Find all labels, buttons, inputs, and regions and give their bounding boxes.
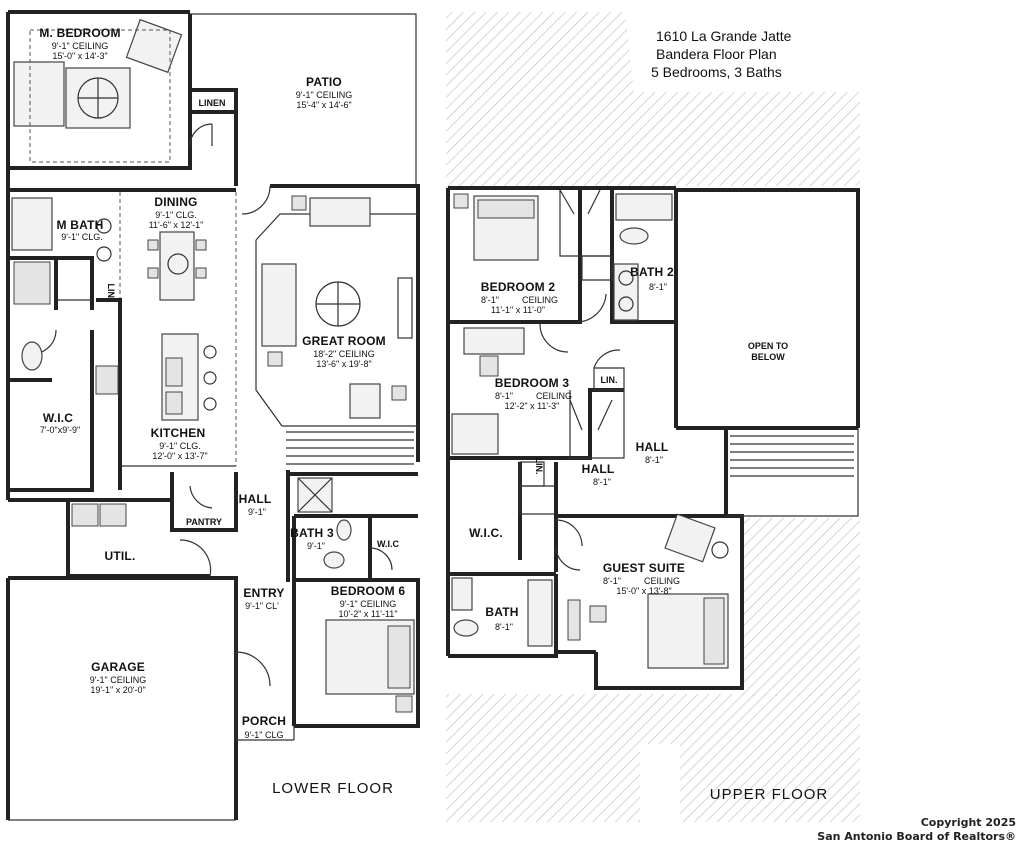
room-garage: GARAGE bbox=[91, 660, 145, 674]
room-upper-hall-a: HALL bbox=[636, 440, 669, 454]
room-porch-ceiling: 9'-1" CLG bbox=[245, 730, 284, 740]
room-kitchen: KITCHEN bbox=[151, 426, 206, 440]
room-upper-hall-b: HALL bbox=[582, 462, 615, 476]
upper-furniture bbox=[451, 193, 854, 669]
room-linen: LINEN bbox=[199, 98, 226, 108]
plan-title: 1610 La Grande Jatte Bandera Floor Plan … bbox=[651, 28, 792, 80]
room-patio-size: 15'-4" x 14'-6" bbox=[296, 100, 351, 110]
upper-floor-walls bbox=[446, 186, 860, 690]
room-wic2: W.I.C bbox=[377, 539, 399, 549]
room-wic-size: 7'-0"x9'-9" bbox=[40, 425, 80, 435]
upper-doors bbox=[539, 189, 621, 571]
room-bedroom3-ceiling: CEILING bbox=[536, 391, 572, 401]
room-porch: PORCH bbox=[242, 714, 286, 728]
open-to-below-line2: BELOW bbox=[751, 352, 785, 362]
room-guest-suite-height: 8'-1" bbox=[603, 576, 621, 586]
room-kitchen-size: 12'-0" x 13'-7" bbox=[152, 451, 207, 461]
copyright-year: Copyright 2025 bbox=[920, 816, 1016, 829]
room-upper-lin2: LIN. bbox=[534, 458, 544, 475]
room-patio-ceiling: 9'-1" CEILING bbox=[296, 90, 352, 100]
upper-roof-hatch bbox=[446, 12, 860, 822]
room-patio: PATIO bbox=[306, 75, 342, 89]
room-guest-suite-size: 15'-0" x 13'-8" bbox=[616, 586, 671, 596]
room-garage-size: 19'-1" x 20'-0" bbox=[90, 685, 145, 695]
title-plan: Bandera Floor Plan bbox=[656, 46, 777, 62]
room-upper-lin: LIN. bbox=[601, 375, 618, 385]
room-kitchen-ceiling: 9'-1" CLG. bbox=[159, 441, 200, 451]
room-bath3: BATH 3 bbox=[290, 526, 334, 540]
room-bath3-ceiling: 9'-1" bbox=[307, 541, 325, 551]
lower-furniture bbox=[11, 18, 415, 713]
open-to-below-line1: OPEN TO bbox=[748, 341, 788, 351]
room-upper-hall-a-ceiling: 8'-1" bbox=[645, 455, 663, 465]
room-bedroom2-size: 11'-1" x 11'-0" bbox=[491, 305, 545, 315]
room-bedroom3: BEDROOM 3 bbox=[495, 376, 570, 390]
room-bedroom6: BEDROOM 6 bbox=[331, 584, 406, 598]
room-dining: DINING bbox=[154, 195, 197, 209]
room-m-bath: M BATH bbox=[57, 218, 104, 232]
room-m-bedroom-size: 15'-0" x 14'-3" bbox=[52, 51, 107, 61]
room-bedroom2-height: 8'-1" bbox=[481, 295, 499, 305]
room-great-room-ceiling: 18'-2" CEILING bbox=[313, 349, 374, 359]
room-bedroom2: BEDROOM 2 bbox=[481, 280, 556, 294]
copyright-owner: San Antonio Board of Realtors® bbox=[817, 830, 1016, 843]
lower-floor-label: LOWER FLOOR bbox=[272, 780, 394, 797]
room-m-bedroom: M. BEDROOM bbox=[39, 26, 120, 40]
room-hall-ceiling: 9'-1" bbox=[248, 507, 266, 517]
room-entry-ceiling: 9'-1" CL' bbox=[245, 601, 279, 611]
title-address: 1610 La Grande Jatte bbox=[656, 28, 792, 44]
room-dining-size: 11'-6" x 12'-1" bbox=[149, 220, 204, 230]
room-bedroom3-height: 8'-1" bbox=[495, 391, 513, 401]
room-m-bath-ceiling: 9'-1" CLG. bbox=[61, 232, 102, 242]
room-lin: LIN. bbox=[106, 284, 116, 301]
room-wic: W.I.C bbox=[43, 411, 73, 425]
room-guest-suite-ceiling: CEILING bbox=[644, 576, 680, 586]
room-bedroom3-size: 12'-2" x 11'-3" bbox=[505, 401, 560, 411]
lower-floor-labels: M. BEDROOM 9'-1" CEILING 15'-0" x 14'-3"… bbox=[39, 26, 405, 797]
copyright-notice: Copyright 2025 San Antonio Board of Real… bbox=[817, 816, 1016, 844]
room-entry: ENTRY bbox=[243, 586, 284, 600]
room-upper-wic: W.I.C. bbox=[469, 526, 503, 540]
room-util: UTIL. bbox=[105, 549, 136, 563]
room-dining-ceiling: 9'-1" CLG. bbox=[155, 210, 196, 220]
room-upper-bath-ceiling: 8'-1" bbox=[495, 622, 513, 632]
room-bath2-ceiling: 8'-1" bbox=[649, 282, 667, 292]
title-bed-bath: 5 Bedrooms, 3 Baths bbox=[651, 64, 782, 80]
lower-doors bbox=[31, 123, 393, 687]
room-garage-ceiling: 9'-1" CEILING bbox=[90, 675, 146, 685]
room-bedroom2-ceiling: CEILING bbox=[522, 295, 558, 305]
upper-floor-label: UPPER FLOOR bbox=[710, 786, 829, 803]
room-bedroom6-size: 10'-2" x 11'-11" bbox=[338, 609, 397, 619]
room-bath2: BATH 2 bbox=[630, 265, 674, 279]
room-hall: HALL bbox=[239, 492, 272, 506]
room-guest-suite: GUEST SUITE bbox=[603, 561, 685, 575]
room-great-room-size: 13'-6" x 19'-8" bbox=[316, 359, 371, 369]
room-upper-hall-b-ceiling: 8'-1" bbox=[593, 477, 611, 487]
room-upper-bath: BATH bbox=[485, 605, 518, 619]
upper-floor-labels: BEDROOM 2 8'-1" CEILING 11'-1" x 11'-0" … bbox=[469, 265, 829, 803]
room-m-bedroom-ceiling: 9'-1" CEILING bbox=[52, 41, 108, 51]
room-bedroom6-ceiling: 9'-1" CEILING bbox=[340, 599, 396, 609]
lower-floor-walls bbox=[6, 10, 420, 821]
room-pantry: PANTRY bbox=[186, 517, 222, 527]
room-great-room: GREAT ROOM bbox=[302, 334, 386, 348]
